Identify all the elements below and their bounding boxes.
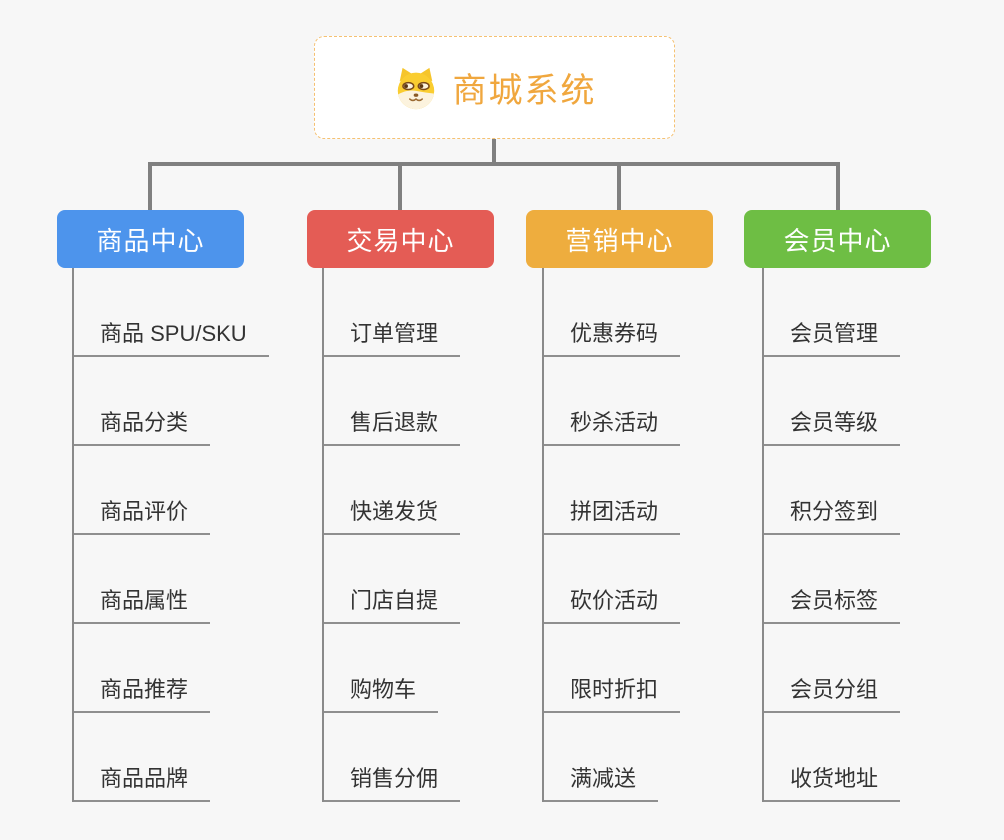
branch-node-marketing-center[interactable]: 营销中心 (526, 210, 713, 268)
leaf-node-label: 快递发货 (322, 494, 461, 535)
leaf-node[interactable]: 优惠券码 (542, 268, 681, 357)
leaf-node-label: 会员等级 (762, 405, 901, 446)
leaf-node[interactable]: 售后退款 (322, 357, 461, 446)
branch-label: 商品中心 (96, 225, 205, 256)
branch-vertical-line (762, 268, 764, 802)
leaf-node[interactable]: 快递发货 (322, 446, 461, 535)
leaf-node-label: 拼团活动 (542, 494, 681, 535)
leaf-node-label: 商品品牌 (72, 761, 211, 802)
leaf-node-label: 商品推荐 (72, 672, 211, 713)
connector-stub-member (836, 164, 840, 210)
leaf-node-label: 收货地址 (762, 761, 901, 802)
branch-vertical-line (72, 268, 74, 802)
root-node-label: 商城系统 (452, 72, 597, 110)
branch-label: 交易中心 (346, 225, 455, 256)
leaf-node[interactable]: 门店自提 (322, 535, 461, 624)
branch-node-product-center[interactable]: 商品中心 (57, 210, 244, 268)
leaf-node[interactable]: 销售分佣 (322, 713, 461, 802)
leaf-node-label: 购物车 (322, 672, 439, 713)
root-node-mall-system[interactable]: 商城系统 (314, 36, 675, 139)
leaf-node-label: 限时折扣 (542, 672, 681, 713)
leaf-node[interactable]: 秒杀活动 (542, 357, 681, 446)
leaf-node-label: 砍价活动 (542, 583, 681, 624)
leaf-node[interactable]: 砍价活动 (542, 535, 681, 624)
connector-stub-trade (398, 164, 402, 210)
leaf-node[interactable]: 积分签到 (762, 446, 901, 535)
leaf-node-label: 优惠券码 (542, 316, 681, 357)
leaf-node[interactable]: 商品属性 (72, 535, 269, 624)
leaf-node-label: 商品属性 (72, 583, 211, 624)
leaf-node[interactable]: 拼团活动 (542, 446, 681, 535)
branch-vertical-line (542, 268, 544, 802)
leaf-node-label: 积分签到 (762, 494, 901, 535)
leaf-node[interactable]: 订单管理 (322, 268, 461, 357)
leaf-node-label: 订单管理 (322, 316, 461, 357)
leaf-node[interactable]: 会员分组 (762, 624, 901, 713)
leaf-node[interactable]: 收货地址 (762, 713, 901, 802)
leaf-node[interactable]: 会员标签 (762, 535, 901, 624)
leaf-node[interactable]: 购物车 (322, 624, 460, 713)
branch-node-member-center[interactable]: 会员中心 (744, 210, 931, 268)
branch-items-member-center: 会员管理 会员等级 积分签到 会员标签 会员分组 收货地址 (762, 268, 901, 802)
leaf-node[interactable]: 限时折扣 (542, 624, 681, 713)
leaf-node-label: 商品 SPU/SKU (72, 316, 269, 357)
leaf-node[interactable]: 商品评价 (72, 446, 269, 535)
leaf-node-label: 秒杀活动 (542, 405, 681, 446)
leaf-node[interactable]: 满减送 (542, 713, 680, 802)
branch-vertical-line (322, 268, 324, 802)
branch-label: 营销中心 (565, 225, 674, 256)
branch-node-trade-center[interactable]: 交易中心 (307, 210, 494, 268)
leaf-node-label: 会员管理 (762, 316, 901, 357)
connector-horizontal-bar (148, 162, 840, 166)
leaf-node-label: 售后退款 (322, 405, 461, 446)
connector-stub-marketing (617, 164, 621, 210)
leaf-node-label: 商品评价 (72, 494, 211, 535)
branch-items-product-center: 商品 SPU/SKU 商品分类 商品评价 商品属性 商品推荐 商品品牌 (72, 268, 269, 802)
leaf-node[interactable]: 商品分类 (72, 357, 269, 446)
leaf-node-label: 销售分佣 (322, 761, 461, 802)
leaf-node-label: 会员分组 (762, 672, 901, 713)
leaf-node[interactable]: 商品推荐 (72, 624, 269, 713)
branch-items-trade-center: 订单管理 售后退款 快递发货 门店自提 购物车 销售分佣 (322, 268, 461, 802)
shiba-dog-icon (397, 67, 434, 109)
leaf-node-label: 满减送 (542, 761, 659, 802)
branch-label: 会员中心 (783, 225, 892, 256)
leaf-node-label: 门店自提 (322, 583, 461, 624)
leaf-node-label: 商品分类 (72, 405, 211, 446)
connector-stub-product (148, 164, 152, 210)
branch-items-marketing-center: 优惠券码 秒杀活动 拼团活动 砍价活动 限时折扣 满减送 (542, 268, 681, 802)
leaf-node[interactable]: 会员等级 (762, 357, 901, 446)
leaf-node-label: 会员标签 (762, 583, 901, 624)
leaf-node[interactable]: 商品品牌 (72, 713, 269, 802)
leaf-node[interactable]: 商品 SPU/SKU (72, 268, 269, 357)
leaf-node[interactable]: 会员管理 (762, 268, 901, 357)
connector-root-stem (492, 139, 496, 164)
